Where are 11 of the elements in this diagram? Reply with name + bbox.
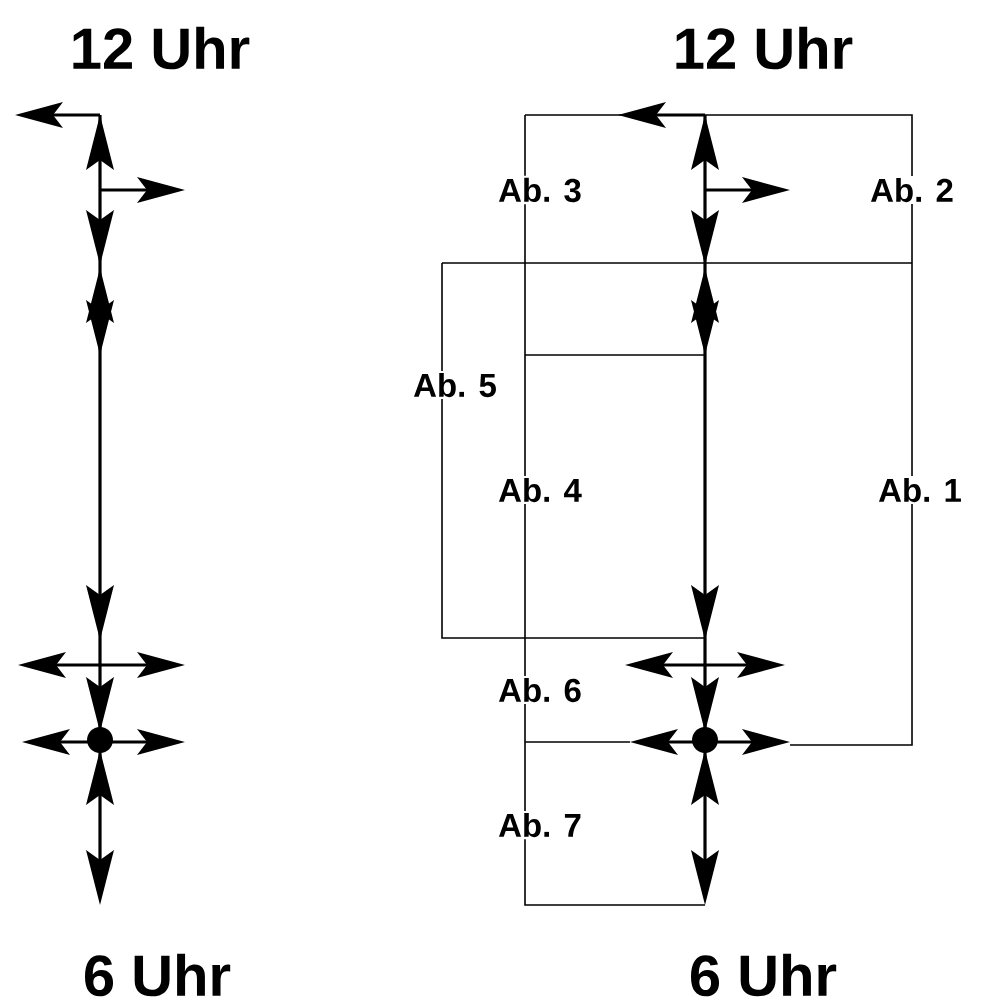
section-label: Ab. 3 [496,175,584,205]
time-label: 6 Uhr [686,951,840,999]
time-label: 12 Uhr [67,24,253,72]
section-label: Ab. 7 [496,810,584,840]
time-label: 12 Uhr [670,24,856,72]
section-label: Ab. 6 [496,675,584,705]
time-label: 6 Uhr [80,951,234,999]
section-label: Ab. 2 [868,175,956,205]
section-label: Ab. 5 [411,370,499,400]
section-label: Ab. 1 [876,475,964,505]
section-label: Ab. 4 [496,475,584,505]
